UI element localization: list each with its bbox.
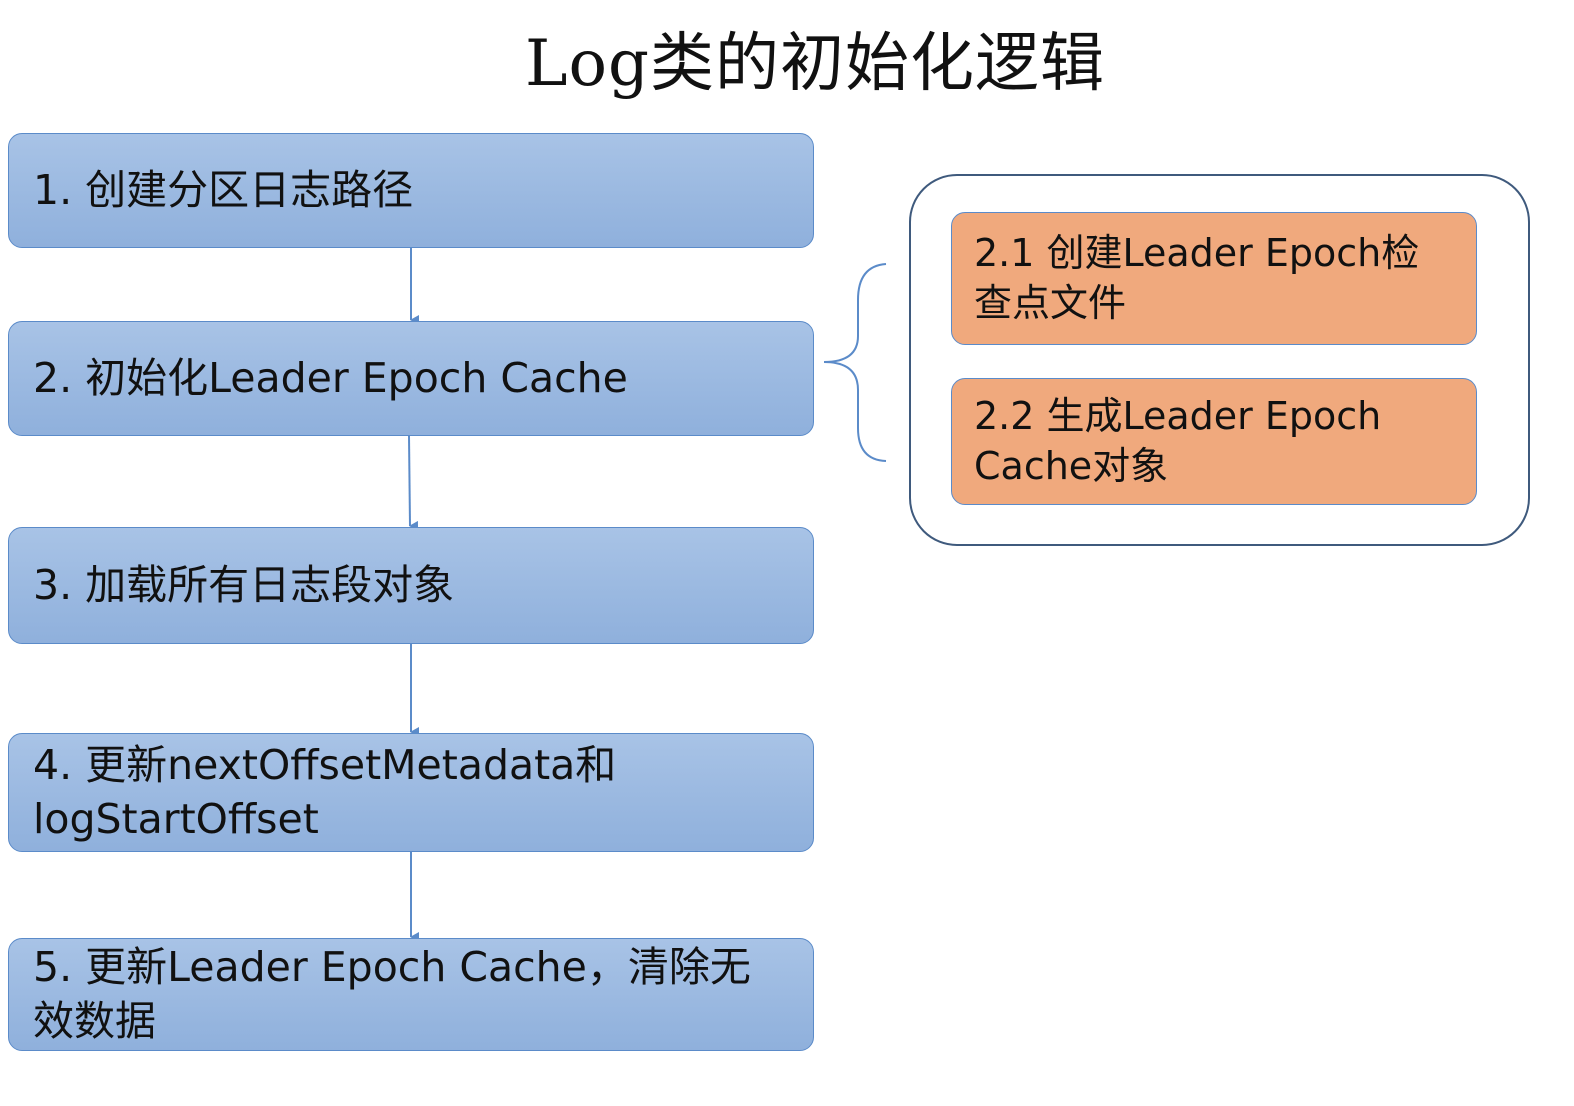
substep-2-1-box: 2.1 创建Leader Epoch检查点文件: [951, 212, 1477, 345]
step-5-label: 5. 更新Leader Epoch Cache，清除无效数据: [33, 943, 751, 1045]
step-5-box: 5. 更新Leader Epoch Cache，清除无效数据: [8, 938, 814, 1051]
step-4-box: 4. 更新nextOffsetMetadata和logStartOffset: [8, 733, 814, 852]
step-2-label: 2. 初始化Leader Epoch Cache: [33, 353, 628, 402]
step-3-label: 3. 加载所有日志段对象: [33, 560, 455, 609]
substep-2-2-label: 2.2 生成Leader Epoch Cache对象: [974, 394, 1382, 488]
step-1-box: 1. 创建分区日志路径: [8, 133, 814, 248]
step-1-label: 1. 创建分区日志路径: [33, 165, 414, 214]
step-4-label: 4. 更新nextOffsetMetadata和logStartOffset: [33, 741, 617, 843]
diagram-title: Log类的初始化逻辑: [525, 27, 1105, 101]
arrow-step2-to-step3: [408, 435, 419, 531]
step-3-box: 3. 加载所有日志段对象: [8, 527, 814, 644]
step-2-box: 2. 初始化Leader Epoch Cache: [8, 321, 814, 436]
substep-2-2-box: 2.2 生成Leader Epoch Cache对象: [951, 378, 1477, 505]
substep-2-1-label: 2.1 创建Leader Epoch检查点文件: [974, 231, 1420, 325]
curly-brace: [823, 263, 887, 462]
